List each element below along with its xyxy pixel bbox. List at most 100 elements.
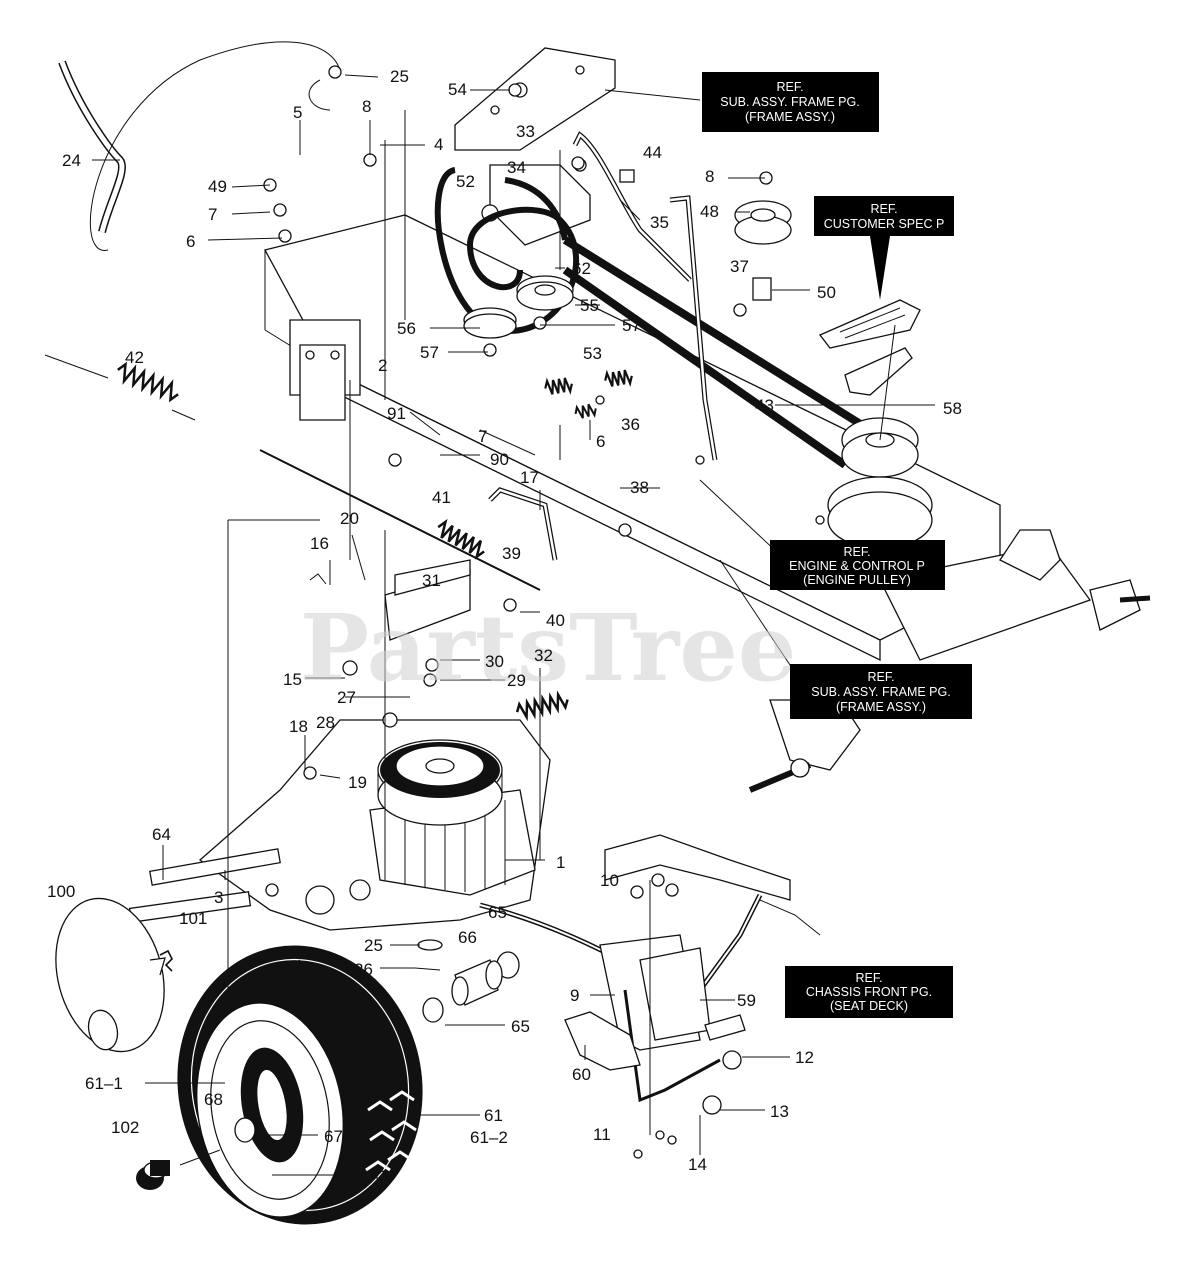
- drive-belt: [434, 167, 873, 469]
- callout-label: 100: [47, 882, 75, 901]
- rod-17: [488, 487, 558, 561]
- ref-box-engine-control: REF. ENGINE & CONTROL P (ENGINE PULLEY): [770, 540, 945, 590]
- callout-label: 34: [507, 158, 526, 177]
- spring-32: [515, 690, 569, 722]
- callout-label: 26: [354, 960, 373, 979]
- callout-label: 24: [62, 151, 81, 170]
- callout-label: 15: [283, 670, 302, 689]
- callout-label: 102: [111, 1118, 139, 1137]
- callout-label: 65: [511, 1017, 530, 1036]
- svg-text:(FRAME ASSY.): (FRAME ASSY.): [836, 700, 926, 714]
- callout-label: 28: [316, 713, 335, 732]
- ref-box-frame-mid: REF. SUB. ASSY. FRAME PG. (FRAME ASSY.): [790, 664, 972, 719]
- callout-label: 90: [490, 450, 509, 469]
- idler-arm-bracket: [481, 158, 591, 246]
- callout-label: 42: [125, 348, 144, 367]
- callout-label: 57: [420, 343, 439, 362]
- callout-label: 30: [485, 652, 504, 671]
- callout-label: 27: [337, 688, 356, 707]
- callout-label: 56: [397, 319, 416, 338]
- svg-text:ENGINE & CONTROL P: ENGINE & CONTROL P: [789, 559, 925, 573]
- callout-label: 33: [516, 122, 535, 141]
- idler-pulley-48: [734, 200, 792, 301]
- spring-42: [44, 354, 196, 421]
- callout-label: 68: [204, 1090, 223, 1109]
- callout-label: 67: [324, 1127, 343, 1146]
- callout-label: 59: [737, 991, 756, 1010]
- callout-label: 50: [817, 283, 836, 302]
- callout-label: 38: [630, 478, 649, 497]
- callout-label: 17: [520, 468, 539, 487]
- callout-label: 7: [208, 205, 217, 224]
- idler-pulley-56: [463, 307, 517, 339]
- svg-text:(FRAME ASSY.): (FRAME ASSY.): [745, 110, 835, 124]
- fasteners: [263, 65, 773, 897]
- shift-rod-24: [58, 60, 126, 233]
- callout-label: 2: [378, 356, 387, 375]
- ref-box-chassis-front: REF. CHASSIS FRONT PG. (SEAT DECK): [785, 966, 953, 1018]
- callout-label: 61–1: [85, 1074, 123, 1093]
- svg-text:REF.: REF.: [843, 545, 870, 559]
- pedal-pad: [818, 299, 921, 396]
- callout-label: 53: [583, 344, 602, 363]
- idler-pulley-55: [516, 275, 574, 311]
- ref-box-customer-spec: REF. CUSTOMER SPEC P: [814, 196, 954, 300]
- callout-label: 55: [580, 296, 599, 315]
- callout-label: 18: [289, 717, 308, 736]
- callout-label: 14: [688, 1155, 707, 1174]
- callout-label: 25: [364, 936, 383, 955]
- callout-label: 10: [600, 871, 619, 890]
- callout-label: 41: [432, 488, 451, 507]
- callout-label: 52: [456, 172, 475, 191]
- svg-text:REF.: REF.: [870, 202, 897, 216]
- clip-101: [159, 949, 173, 972]
- callout-label: 61–3: [350, 1167, 388, 1186]
- cable-loop: [89, 41, 341, 251]
- watermark: PartsTree: [300, 594, 796, 702]
- svg-text:SUB. ASSY. FRAME PG.: SUB. ASSY. FRAME PG.: [720, 95, 859, 109]
- callout-label: 91: [387, 404, 406, 423]
- rod-43: [669, 195, 718, 461]
- callout-label: 7: [478, 427, 487, 446]
- callout-labels: 25 54 5 8 4 24 33 44 49 8 34 52 7 35 48 …: [47, 67, 962, 1186]
- callout-label: 8: [705, 167, 714, 186]
- callout-label: 66: [458, 928, 477, 947]
- valve-cap: [136, 1160, 170, 1190]
- callout-label: 36: [621, 415, 640, 434]
- bushings: [414, 939, 520, 1023]
- callout-label: 31: [422, 571, 441, 590]
- callout-label: 29: [507, 671, 526, 690]
- cable-long: [308, 79, 331, 111]
- hub-cap: [55, 897, 166, 1053]
- seat-deck-frame: [479, 834, 791, 1159]
- transaxle: [128, 719, 551, 931]
- callout-label: 9: [570, 986, 579, 1005]
- callout-label: 54: [448, 80, 467, 99]
- callout-label: 32: [534, 646, 553, 665]
- callout-label: 13: [770, 1102, 789, 1121]
- callout-label: 16: [310, 534, 329, 553]
- spring-41: [437, 518, 485, 560]
- callout-label: 4: [434, 135, 443, 154]
- callout-label: 62: [572, 259, 591, 278]
- callout-label: 6: [596, 432, 605, 451]
- callout-label: 58: [943, 399, 962, 418]
- callout-label: 101: [179, 909, 207, 928]
- callout-label: 1: [556, 853, 565, 872]
- brake-rod: [259, 449, 541, 591]
- callout-label: 12: [795, 1048, 814, 1067]
- svg-text:REF.: REF.: [855, 971, 882, 985]
- callout-label: 19: [348, 773, 367, 792]
- callout-label: 25: [390, 67, 409, 86]
- callout-label: 40: [546, 611, 565, 630]
- callout-label: 35: [650, 213, 669, 232]
- callout-label: 65: [488, 903, 507, 922]
- svg-text:REF.: REF.: [776, 80, 803, 94]
- top-support-bracket: [454, 47, 616, 151]
- rear-bracket: [289, 319, 361, 421]
- rod-33: [572, 131, 692, 282]
- engine-pulley: [827, 417, 933, 549]
- callout-label: 60: [572, 1065, 591, 1084]
- callout-label: 61–2: [470, 1128, 508, 1147]
